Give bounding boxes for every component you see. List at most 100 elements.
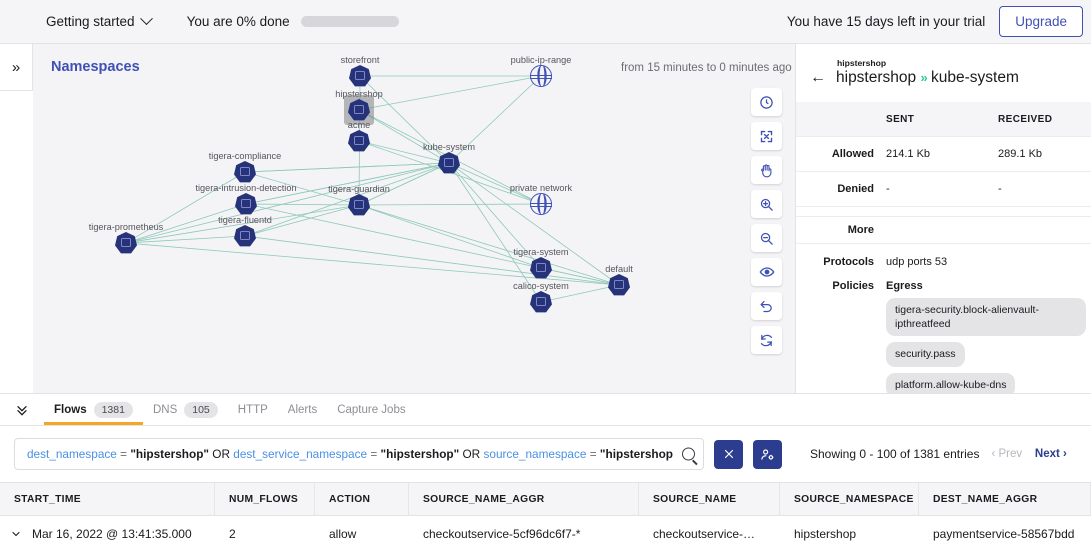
graph-node-public-ip-range[interactable]	[529, 65, 552, 87]
namespace-icon	[530, 291, 552, 313]
hand-icon[interactable]	[751, 156, 782, 184]
globe-icon	[529, 65, 552, 87]
column-header-source-name-aggr[interactable]: SOURCE_NAME_AGGR	[409, 483, 639, 515]
table-row[interactable]: Mar 16, 2022 @ 13:41:35.000 2 allow chec…	[0, 516, 1091, 551]
clear-filter-button[interactable]	[714, 439, 743, 469]
flows-table-header: START_TIME NUM_FLOWS ACTION SOURCE_NAME_…	[0, 483, 1091, 516]
next-page-button[interactable]: Next ›	[1034, 448, 1067, 460]
namespace-icon	[348, 130, 370, 152]
column-header-num-flows[interactable]: NUM_FLOWS	[215, 483, 315, 515]
graph-node-hipstershop[interactable]	[344, 95, 374, 125]
table-row: Denied - -	[796, 172, 1091, 207]
th-received: RECEIVED	[998, 113, 1053, 125]
query-op-2: =	[370, 447, 378, 461]
back-arrow-icon[interactable]: ←	[810, 69, 826, 86]
collapse-panel-button[interactable]	[14, 394, 30, 425]
graph-edge	[448, 162, 542, 269]
zoom-in-icon[interactable]	[751, 190, 782, 218]
graph-node-tigera-prometheus[interactable]	[115, 232, 137, 254]
tab-alerts[interactable]: Alerts	[278, 394, 327, 425]
graph-edge	[358, 75, 542, 111]
progress-label: You are 0% done	[186, 14, 290, 29]
policies-list: Egress tigera-security.block-alienvault-…	[886, 280, 1086, 393]
column-header-dest-name-aggr[interactable]: DEST_NAME_AGGR	[919, 483, 1091, 515]
more-label: More	[847, 224, 874, 236]
row-expand-chevron-icon[interactable]	[0, 528, 32, 540]
graph-edge	[244, 204, 360, 237]
search-input[interactable]: dest_namespace = "hipstershop" OR dest_s…	[14, 438, 704, 470]
policy-chip[interactable]: security.pass	[886, 342, 965, 367]
clock-icon[interactable]	[751, 88, 782, 116]
table-row: Allowed 214.1 Kb 289.1 Kb	[796, 137, 1091, 172]
namespace-icon	[348, 99, 370, 121]
graph-node-calico-system[interactable]	[530, 291, 552, 313]
graph-edge	[358, 140, 450, 164]
graph-edge	[448, 162, 620, 286]
th-sent: SENT	[886, 113, 915, 125]
prev-page-button[interactable]: ‹ Prev	[991, 448, 1023, 460]
graph-edge	[125, 203, 247, 244]
policy-chip[interactable]: tigera-security.block-alienvault-ipthrea…	[886, 298, 1086, 337]
column-header-source-name[interactable]: SOURCE_NAME	[639, 483, 780, 515]
upgrade-button[interactable]: Upgrade	[999, 6, 1083, 37]
namespace-icon	[235, 193, 257, 215]
tab-http[interactable]: HTTP	[228, 394, 278, 425]
saved-filters-button[interactable]	[753, 439, 782, 469]
graph-edge	[245, 203, 620, 286]
graph-time-range-label: from 15 minutes to 0 minutes ago	[621, 62, 792, 74]
tab-alerts-label: Alerts	[287, 403, 318, 416]
cell-source-name: checkoutservice-…	[653, 526, 756, 541]
graph-edge	[358, 109, 450, 164]
undo-icon[interactable]	[751, 292, 782, 320]
getting-started-menu[interactable]: Getting started	[46, 12, 153, 29]
tab-dns-badge: 105	[184, 401, 218, 418]
column-header-start-time[interactable]: START_TIME	[0, 483, 215, 515]
tab-dns[interactable]: DNS 105	[143, 394, 228, 425]
graph-edge	[448, 162, 542, 205]
more-section-header[interactable]: More	[796, 217, 1091, 244]
bottom-tabs: Flows 1381 DNS 105 HTTP Alerts Capture J…	[0, 394, 1091, 426]
zoom-out-icon[interactable]	[751, 224, 782, 252]
query-value-3: "hipstershop	[599, 447, 674, 461]
tab-capture-jobs[interactable]: Capture Jobs	[327, 394, 415, 425]
tab-flows[interactable]: Flows 1381	[44, 394, 143, 425]
allowed-sent: 214.1 Kb	[886, 148, 931, 160]
column-header-source-namespace[interactable]: SOURCE_NAMESPACE	[780, 483, 919, 515]
sidebar-expand-button[interactable]: »	[0, 44, 33, 91]
graph-node-tigera-compliance[interactable]	[234, 161, 256, 183]
namespace-icon	[234, 225, 256, 247]
policy-chip[interactable]: platform.allow-kube-dns	[886, 372, 1016, 393]
graph-node-tigera-intrusion-detection[interactable]	[235, 193, 257, 215]
graph-node-default[interactable]	[608, 274, 630, 296]
getting-started-label: Getting started	[46, 14, 135, 29]
graph-edges	[125, 75, 620, 303]
refresh-icon[interactable]	[751, 326, 782, 354]
expand-icon[interactable]	[751, 122, 782, 150]
cell-action: allow	[329, 526, 357, 541]
column-header-action[interactable]: ACTION	[315, 483, 409, 515]
graph-node-private-network[interactable]	[529, 193, 552, 215]
traffic-table-header: SENT RECEIVED	[796, 102, 1091, 137]
graph-breadcrumb-namespaces[interactable]: Namespaces	[51, 59, 140, 75]
graph-node-tigera-guardian[interactable]	[348, 194, 370, 216]
direction-arrows-icon: »	[920, 70, 927, 85]
graph-edge	[358, 203, 542, 206]
graph-edge	[125, 162, 450, 244]
tab-dns-label: DNS	[152, 403, 178, 416]
graph-node-kube-system[interactable]	[438, 152, 460, 174]
detail-superlabel: hipstershop	[837, 58, 887, 68]
graph-node-tigera-system[interactable]	[530, 257, 552, 279]
detail-source: hipstershop	[836, 69, 917, 86]
query-op-1: =	[120, 447, 128, 461]
graph-node-acme[interactable]	[348, 130, 370, 152]
top-bar: Getting started You are 0% done You have…	[0, 0, 1091, 44]
graph-node-tigera-fluentd[interactable]	[234, 225, 256, 247]
query-value-2: "hipstershop"	[380, 447, 460, 461]
protocols-row: Protocols udp ports 53	[796, 244, 1091, 268]
graph-edge	[358, 204, 542, 269]
protocols-value: udp ports 53	[886, 256, 948, 268]
query-field-2: dest_service_namespace	[233, 447, 368, 461]
eye-icon[interactable]	[751, 258, 782, 286]
graph-node-storefront[interactable]	[349, 65, 371, 87]
